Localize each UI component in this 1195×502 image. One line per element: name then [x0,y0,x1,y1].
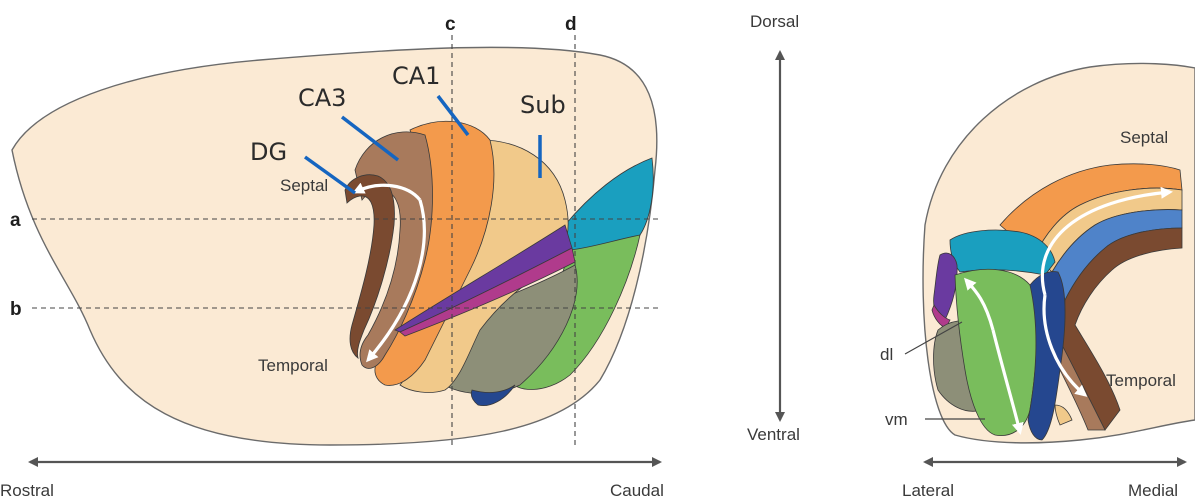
label-medial: Medial [1128,481,1178,500]
right-arrow-dl-vm [963,277,995,331]
label-septal-right: Septal [1120,128,1168,147]
section-label-d: d [565,14,577,35]
section-label-c: c [445,14,456,35]
rostral-caudal-axis: Rostral Caudal [0,457,664,500]
label-dl: dl [880,345,893,364]
label-dg: DG [250,138,287,166]
pointer-ca1 [436,94,470,137]
label-rostral: Rostral [0,481,54,500]
septotemporal-arrow-left [352,182,422,202]
right-arrow-septotemporal [1040,186,1173,296]
section-label-a: a [10,210,21,231]
label-dorsal: Dorsal [750,12,799,31]
right-navy [1027,271,1066,441]
region-ca3 [354,131,433,369]
pointer-dg [303,155,357,195]
right-arrow-septotemporal-down [1042,294,1088,397]
left-brain-view [11,46,658,446]
section-label-b: b [10,299,22,320]
label-lateral: Lateral [902,481,954,500]
region-navy [470,384,516,407]
label-septal-left: Septal [280,176,328,195]
right-brain-view: dl vm Septal Temporal [880,62,1195,444]
label-ca1: CA1 [392,62,440,90]
label-temporal-left: Temporal [258,356,328,375]
lateral-medial-axis: Lateral Medial [902,457,1187,500]
pointer-ca3 [340,115,400,162]
region-labels: DG CA3 CA1 Sub Septal Temporal [250,62,566,375]
section-lines: a b c d [10,14,660,448]
label-vm: vm [885,410,908,429]
label-ventral: Ventral [747,425,800,444]
label-caudal: Caudal [610,481,664,500]
right-small-sub [1054,404,1073,426]
pointer-dl [904,321,963,355]
dorsal-ventral-axis: Dorsal Ventral [747,12,800,444]
label-temporal-right: Temporal [1106,371,1176,390]
label-sub: Sub [520,91,566,119]
label-ca3: CA3 [298,84,346,112]
septotemporal-arrow-left-down [366,199,426,363]
region-dg [344,174,395,359]
right-arrow-dl-vm-down [991,329,1024,435]
